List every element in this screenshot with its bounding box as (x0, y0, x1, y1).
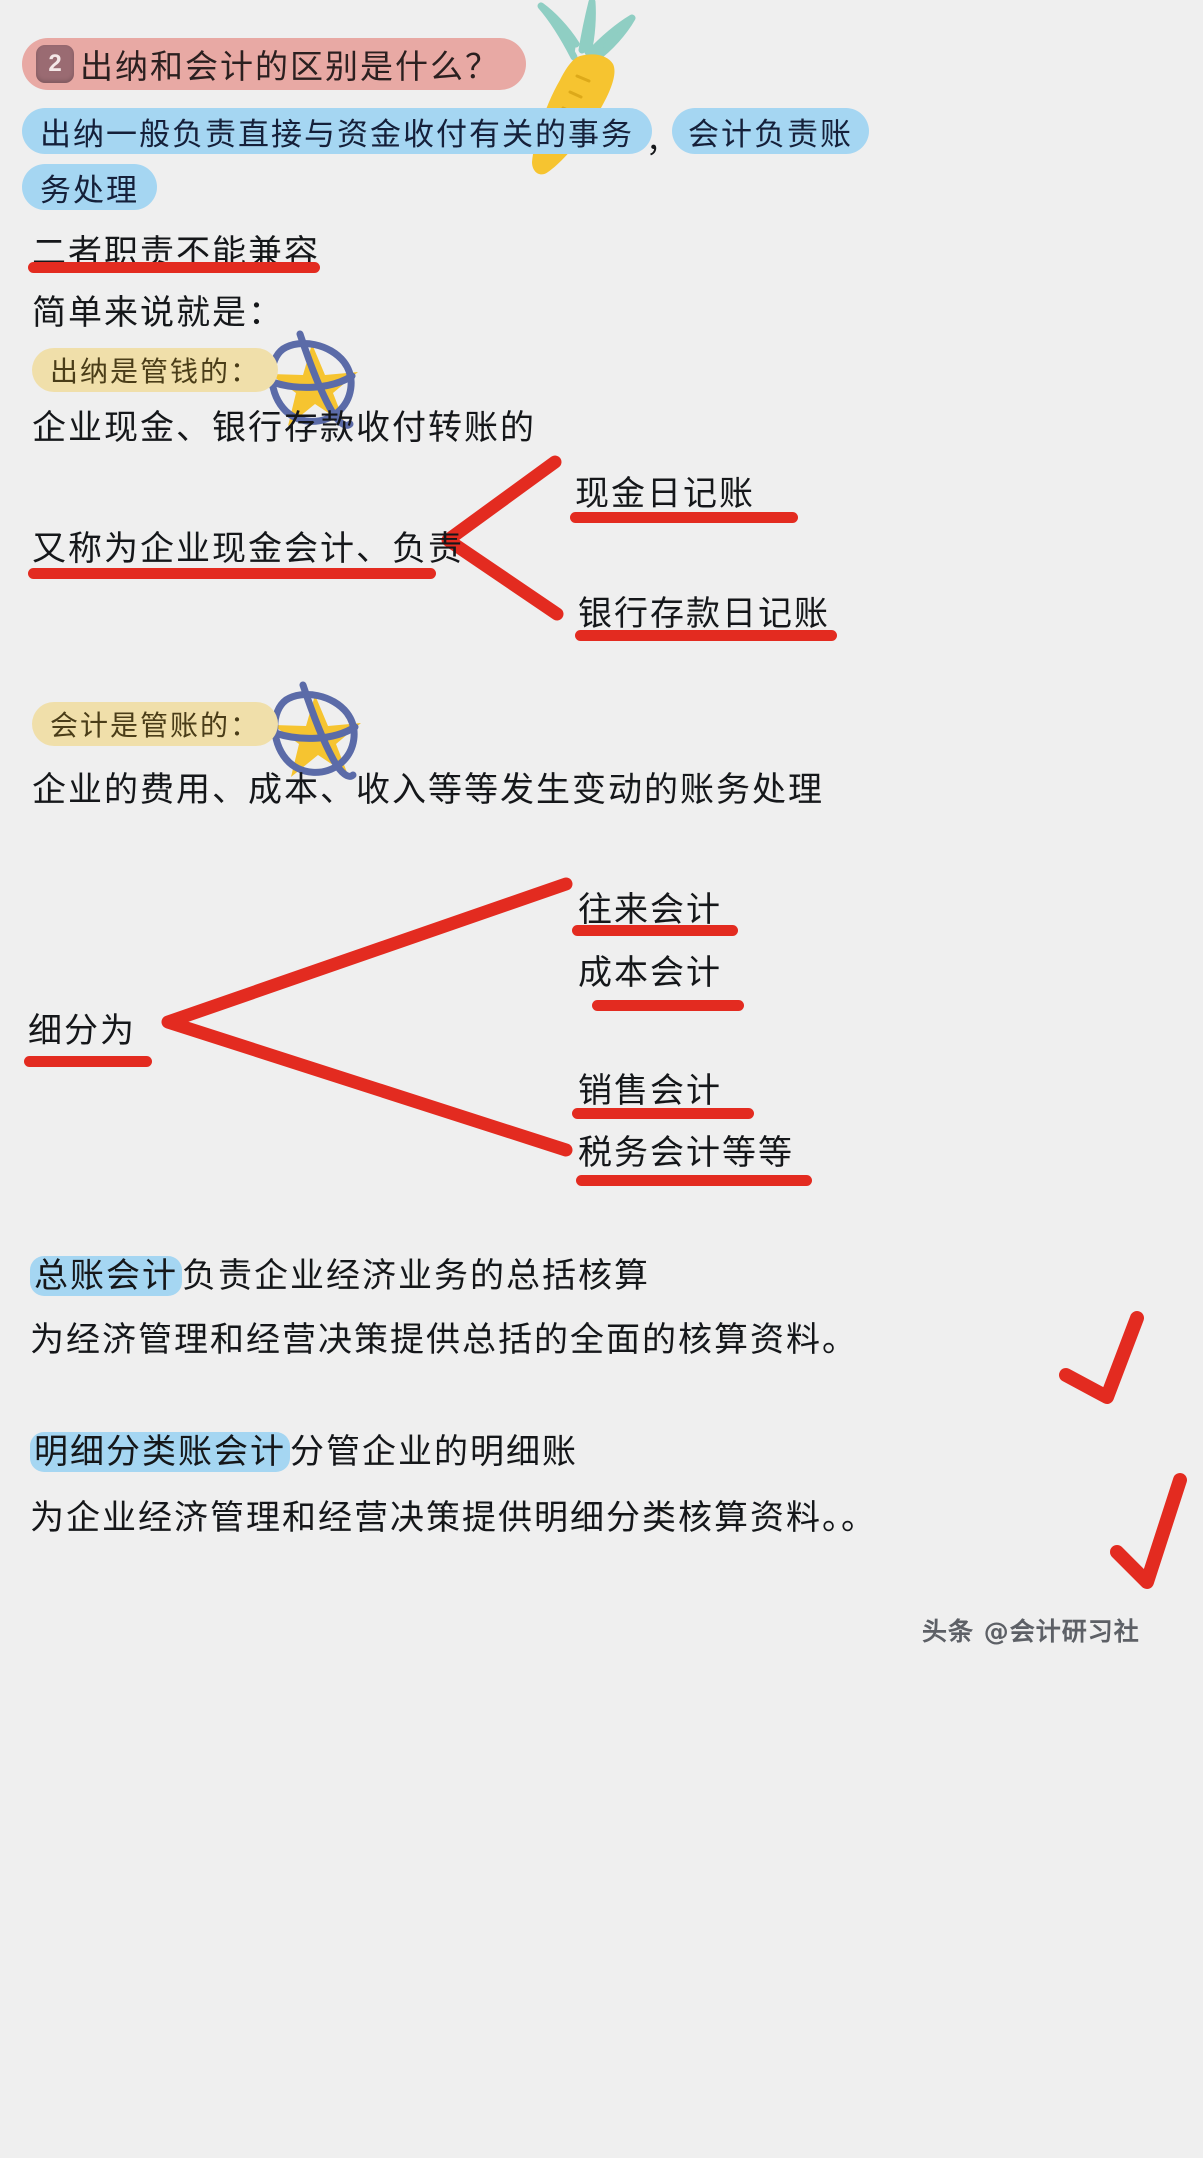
cashier-description: 企业现金、银行存款收付转账的 (32, 408, 536, 448)
page-title: 出纳和会计的区别是什么？ (80, 47, 500, 86)
closing-block1-line1: 总账会计负责企业经济业务的总括核算 (30, 1248, 650, 1297)
cashier-branch-root: 又称为企业现金会计、负责 (32, 529, 464, 569)
accountant-branch-item-1-underline (572, 925, 738, 936)
closing-block1-rest: 负责企业经济业务的总括核算 (182, 1256, 650, 1296)
closing-block1-line2: 为经济管理和经营决策提供总括的全面的核算资料。 (30, 1320, 858, 1360)
closing-block2-highlight: 明细分类账会计 (30, 1432, 290, 1472)
check-mark-icon-one (1059, 1311, 1144, 1404)
cashier-branch-item-1: 现金日记账 (575, 474, 755, 514)
accountant-branch-item-2-underline (592, 1000, 744, 1011)
cashier-heading-pill: 出纳是管钱的： (32, 348, 279, 392)
accountant-branch-item-4: 税务会计等等 (578, 1133, 794, 1173)
emphasis-underline (28, 262, 320, 273)
accountant-branch-item-2: 成本会计 (578, 953, 722, 993)
intro-highlight-line1: 出纳一般负责直接与资金收付有关的事务 (22, 108, 652, 154)
check-mark-icon-two (1110, 1473, 1187, 1589)
accountant-branch-root: 细分为 (28, 1011, 136, 1051)
cashier-heading-text: 出纳是管钱的： (50, 355, 261, 388)
branch-arrow-accountant (161, 877, 573, 1157)
accountant-branch-item-3-underline (572, 1108, 754, 1119)
cashier-branch-item-2-underline (575, 630, 837, 641)
accountant-branch-item-3: 销售会计 (578, 1071, 722, 1111)
accountant-branch-item-1: 往来会计 (578, 890, 722, 930)
intro-highlight-line1b: 会计负责账 (672, 108, 869, 154)
intro-leadin: 简单来说就是： (32, 293, 284, 333)
accountant-heading-text: 会计是管账的： (50, 709, 261, 742)
cashier-branch-root-underline (28, 568, 436, 579)
closing-block2-rest: 分管企业的明细账 (290, 1432, 578, 1472)
cashier-branch-item-2: 银行存款日记账 (578, 594, 830, 634)
accountant-heading-pill: 会计是管账的： (32, 702, 279, 746)
intro-comma: ， (646, 124, 679, 160)
cashier-branch-item-1-underline (570, 512, 798, 523)
intro-line1b-text: 会计负责账 (688, 116, 853, 153)
accountant-branch-item-4-underline (576, 1175, 812, 1186)
intro-highlight-line2: 务处理 (22, 164, 157, 210)
accountant-description: 企业的费用、成本、收入等等发生变动的账务处理 (32, 770, 824, 810)
closing-block2-line1: 明细分类账会计分管企业的明细账 (30, 1424, 578, 1473)
watermark: 头条 @会计研习社 (922, 1617, 1140, 1646)
title-pill: 2 出纳和会计的区别是什么？ (22, 38, 526, 90)
intro-line2-text: 务处理 (40, 172, 139, 209)
title-number-badge: 2 (36, 45, 74, 83)
intro-line1-text: 出纳一般负责直接与资金收付有关的事务 (40, 116, 634, 153)
accountant-branch-root-underline (24, 1056, 152, 1067)
branch-arrow-cashier (441, 455, 564, 621)
closing-block2-line2: 为企业经济管理和经营决策提供明细分类核算资料。。 (30, 1498, 877, 1538)
closing-block1-highlight: 总账会计 (30, 1256, 182, 1296)
